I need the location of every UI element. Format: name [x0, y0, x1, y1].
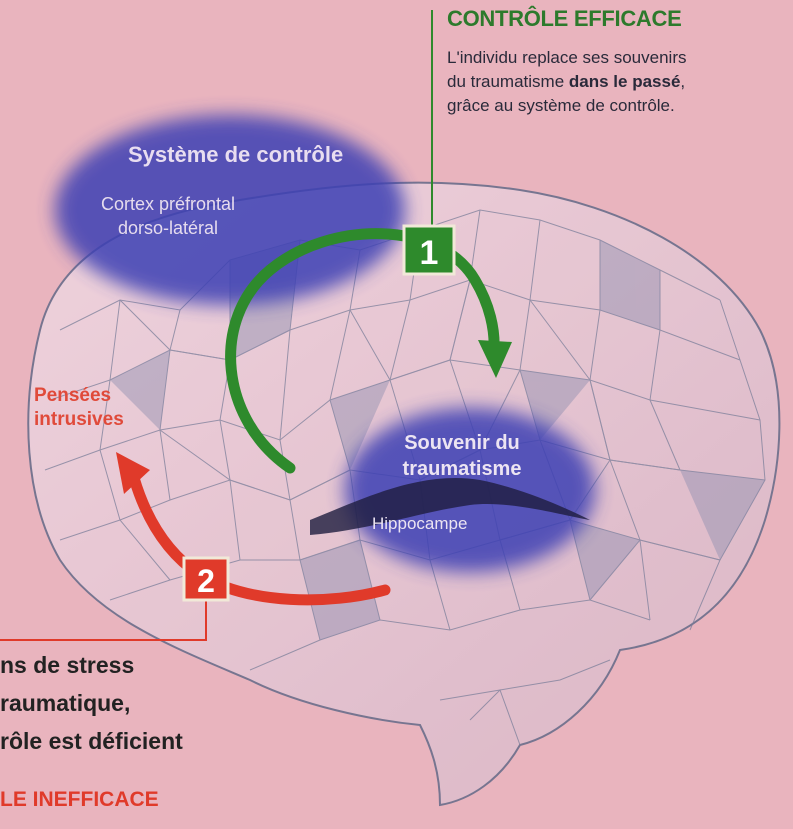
- marker-2-text: 2: [197, 563, 215, 599]
- intrusive-thoughts-label: Pensées intrusives: [34, 384, 124, 432]
- controle-inefficace-title: LE INEFFICACE: [0, 788, 159, 812]
- control-system-label: Système de contrôle: [128, 142, 343, 168]
- cortex-label: Cortex préfrontal dorso-latéral: [78, 192, 258, 240]
- efficace-line-3: grâce au système de contrôle.: [447, 94, 747, 118]
- controle-inefficace-description: ns de stress raumatique, rôle est défici…: [0, 646, 183, 760]
- efficace-line-1: L'individu replace ses souvenirs: [447, 46, 747, 70]
- trauma-memory-label: Souvenir du traumatisme: [372, 430, 552, 482]
- controle-efficace-description: L'individu replace ses souvenirs du trau…: [447, 46, 747, 118]
- marker-1-text: 1: [420, 234, 439, 272]
- hippocampus-label: Hippocampe: [372, 514, 467, 534]
- efficace-line-2: du traumatisme dans le passé,: [447, 70, 747, 94]
- controle-efficace-title: CONTRÔLE EFFICACE: [447, 6, 681, 32]
